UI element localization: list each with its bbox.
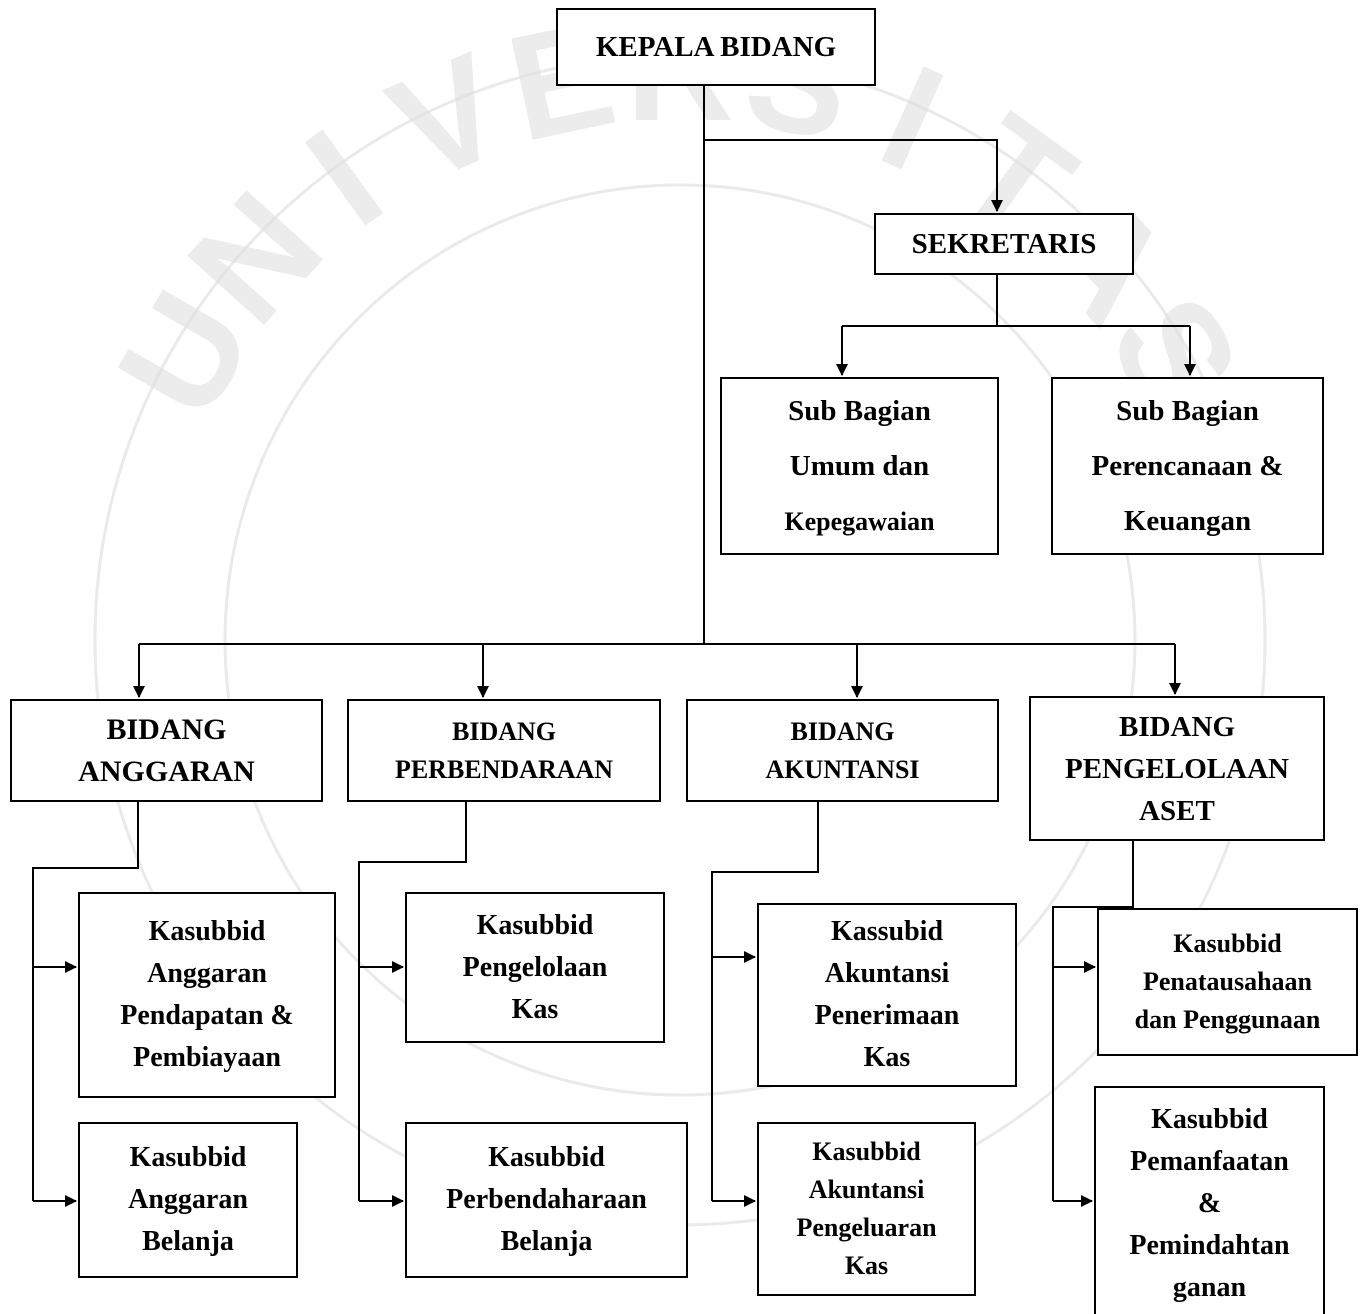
- box-bidang-akuntansi: BIDANG AKUNTANSI: [686, 699, 999, 802]
- box-kasubbid-penatausahaan: Kasubbid Penatausahaan dan Penggunaan: [1097, 908, 1358, 1056]
- box-sub-bagian-umum: Sub Bagian Umum dan Kepegawaian: [720, 377, 999, 555]
- box-kepala-bidang: KEPALA BIDANG: [556, 8, 876, 86]
- connector-line: [704, 139, 1003, 212]
- connector-line: [1052, 841, 1134, 1201]
- box-bidang-pengelolaan-aset: BIDANG PENGELOLAAN ASET: [1029, 696, 1325, 841]
- box-bidang-anggaran: BIDANG ANGGARAN: [10, 699, 323, 802]
- box-sekretaris: SEKRETARIS: [874, 213, 1134, 275]
- box-kasubbid-pemanfaatan: Kasubbid Pemanfaatan & Pemindahtan ganan: [1094, 1086, 1325, 1314]
- connector-line: [32, 802, 139, 1201]
- box-kasubbid-anggaran-pendapatan: Kasubbid Anggaran Pendapatan & Pembiayaa…: [78, 892, 336, 1098]
- box-kassubid-akuntansi-penerimaan: Kassubid Akuntansi Penerimaan Kas: [757, 903, 1017, 1087]
- box-kasubbid-akuntansi-pengeluaran: Kasubbid Akuntansi Pengeluaran Kas: [757, 1122, 976, 1296]
- box-sub-bagian-keuangan: Sub Bagian Perencanaan & Keuangan: [1051, 377, 1324, 555]
- box-kasubbid-pengelolaan-kas: Kasubbid Pengelolaan Kas: [405, 892, 665, 1043]
- box-kasubbid-anggaran-belanja: Kasubbid Anggaran Belanja: [78, 1122, 298, 1278]
- box-bidang-perbendaraan: BIDANG PERBENDARAAN: [347, 699, 661, 802]
- box-kasubbid-perbendaharaan-belanja: Kasubbid Perbendaharaan Belanja: [405, 1122, 688, 1278]
- connector-line: [358, 802, 467, 1201]
- connector-line: [711, 802, 819, 1201]
